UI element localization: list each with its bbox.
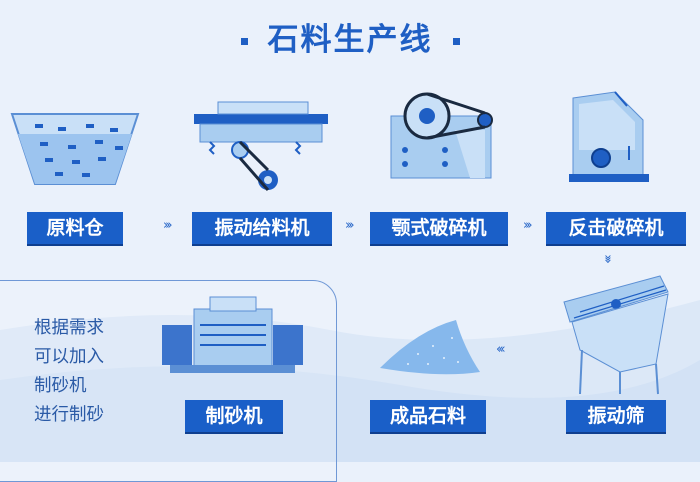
- step-raw-bin-label: 原料仓: [46, 217, 104, 239]
- jaw-crusher-illustration: [390, 92, 493, 179]
- step-vibrating-screen: 振动筛: [566, 400, 666, 432]
- note-line-1: 根据需求: [34, 318, 104, 338]
- flow-arrow-down: ›››: [599, 254, 615, 261]
- note-line-2: 可以加入: [34, 347, 104, 367]
- step-finished-stone: 成品石料: [370, 400, 486, 432]
- title-text: 石料生产线: [267, 22, 433, 58]
- flow-arrow-left: ‹‹‹: [496, 342, 505, 357]
- page-title: 石料生产线: [0, 14, 700, 59]
- impact-crusher-illustration: [569, 91, 649, 182]
- sand-maker-note: 根据需求 可以加入 制砂机 进行制砂: [34, 314, 164, 430]
- flow-arrow-right-3: ›››: [523, 218, 532, 233]
- step-vibrating-feeder-label: 振动给料机: [214, 217, 310, 239]
- step-sand-maker-label: 制砂机: [205, 405, 263, 427]
- vibrating-feeder-illustration: [194, 101, 328, 191]
- step-finished-stone-label: 成品石料: [389, 405, 466, 427]
- step-vibrating-screen-label: 振动筛: [587, 405, 645, 427]
- step-impact-crusher-label: 反击破碎机: [568, 217, 664, 239]
- sand-maker-panel: [0, 280, 337, 482]
- vibrating-screen-illustration: [563, 275, 669, 395]
- step-raw-bin: 原料仓: [27, 212, 123, 244]
- sand-maker-illustration: [162, 296, 303, 373]
- note-line-4: 进行制砂: [34, 405, 104, 425]
- stone-pile-illustration: [380, 320, 480, 375]
- title-dot-left: [240, 38, 248, 45]
- step-jaw-crusher-label: 颚式破碎机: [391, 217, 487, 239]
- title-dot-right: [452, 38, 460, 45]
- flow-arrow-right-1: ›››: [163, 218, 172, 233]
- step-vibrating-feeder: 振动给料机: [192, 212, 332, 244]
- step-sand-maker: 制砂机: [185, 400, 283, 432]
- note-line-3: 制砂机: [34, 376, 87, 396]
- step-impact-crusher: 反击破碎机: [546, 212, 686, 244]
- flow-arrow-right-2: ›››: [345, 218, 354, 233]
- step-jaw-crusher: 颚式破碎机: [370, 212, 508, 244]
- raw-bin-illustration: [10, 113, 140, 185]
